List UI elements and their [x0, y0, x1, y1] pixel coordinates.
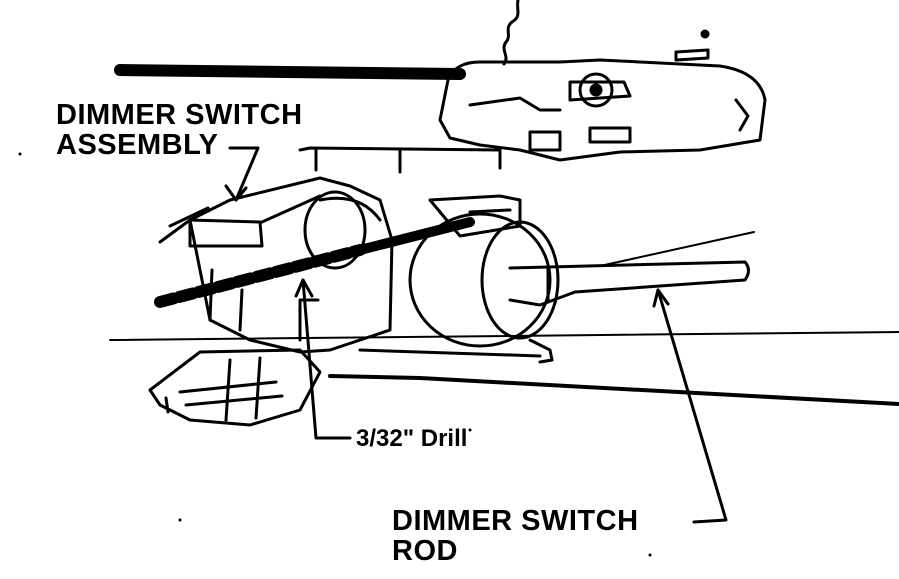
wire [502, 0, 520, 66]
assembly-leader [228, 146, 260, 202]
dimmer-switch-assembly-label: DIMMER SWITCH ASSEMBLY [56, 100, 303, 161]
dimmer-switch-rod [508, 260, 750, 307]
assembly-label-line-1: DIMMER SWITCH [56, 99, 303, 131]
rod-leader [656, 288, 728, 524]
rod-housing [408, 212, 552, 348]
mounting-bracket [438, 58, 767, 162]
assembly-label-line-2: ASSEMBLY [56, 129, 219, 162]
dimmer-switch-housing [188, 176, 394, 354]
dimmer-switch-rod-label: DIMMER SWITCH ROD [392, 506, 639, 567]
lower-bracket [148, 348, 322, 427]
drill-bit [154, 244, 366, 308]
rod-label-line-1: DIMMER SWITCH [392, 505, 639, 537]
mounting-bolt [578, 72, 614, 108]
drill-leader [301, 278, 352, 440]
rod-label-line-2: ROD [392, 535, 458, 568]
column-bar [114, 64, 466, 80]
drill-label: 3/32" Drill [356, 425, 468, 452]
